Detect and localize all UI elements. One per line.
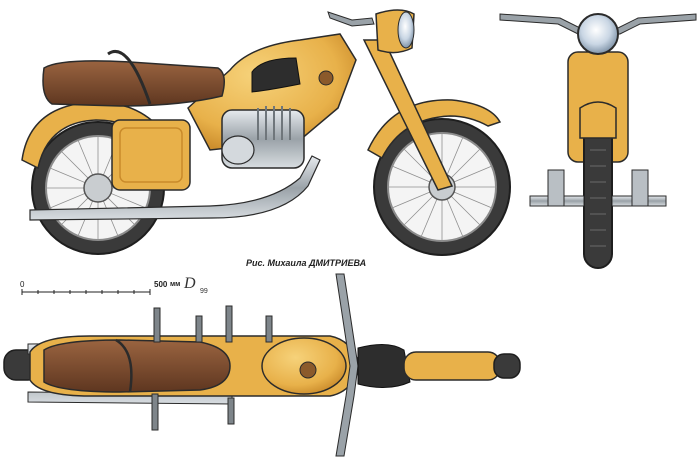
- scale-zero-label: 0: [20, 280, 25, 289]
- front-fender-top: [403, 351, 501, 381]
- caption-prefix: Рис. Михаила: [246, 258, 307, 268]
- side-seat: [42, 60, 225, 107]
- foot-pegs: [151, 305, 273, 431]
- engine: [221, 106, 305, 169]
- top-view: [3, 273, 521, 457]
- scale-unit-label: мм: [170, 281, 181, 288]
- headlamp-top: [357, 344, 411, 388]
- caption-author: ДМИТРИЕВА: [309, 258, 367, 268]
- side-view: [21, 9, 511, 256]
- artist-signature: D: [184, 275, 196, 292]
- handlebar-side: [327, 11, 375, 27]
- front-tire-top: [493, 353, 521, 379]
- scale-max-label: 500: [154, 280, 168, 289]
- emblem-top-icon: [299, 361, 317, 379]
- seat-top: [43, 339, 231, 393]
- side-panel: [111, 119, 191, 191]
- signature-year: 99: [200, 288, 208, 295]
- front-view: [499, 13, 697, 269]
- front-fender-front: [579, 101, 617, 139]
- headlamp-side: [375, 9, 415, 54]
- handlebar-top: [335, 273, 359, 457]
- scale-bar: [21, 289, 151, 295]
- emblem-icon: [318, 70, 334, 86]
- illustration-caption: Рис. Михаила ДМИТРИЕВА: [246, 258, 366, 268]
- exhaust-pipe: [29, 155, 321, 221]
- tank-badge: [251, 57, 301, 93]
- headlamp-front: [577, 13, 619, 55]
